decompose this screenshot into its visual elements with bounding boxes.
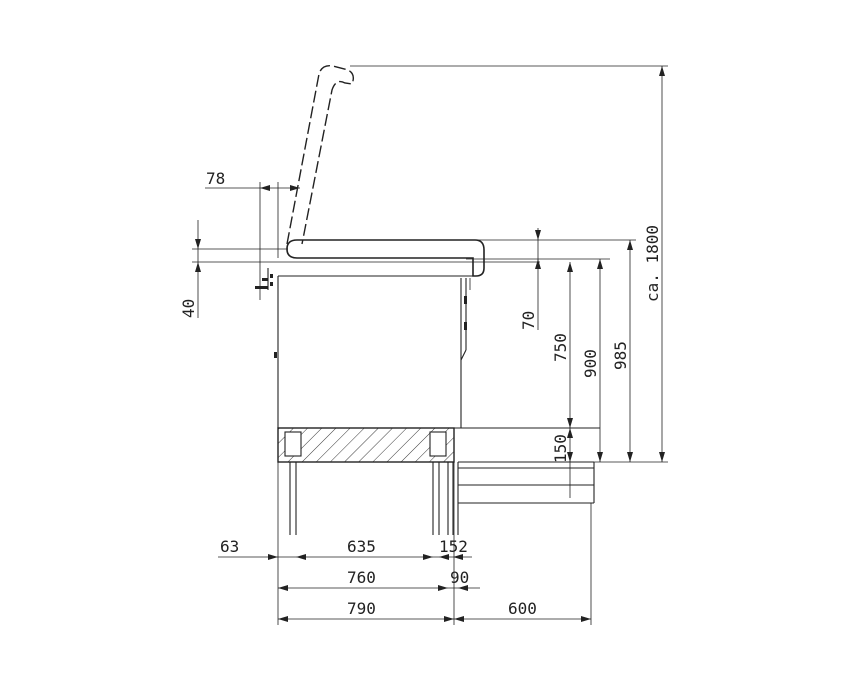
- dim-label-150: 150: [551, 434, 570, 463]
- dim-label-40: 40: [179, 299, 198, 318]
- dim-label-63: 63: [220, 537, 239, 556]
- dim-985: 985: [611, 240, 633, 462]
- dim-label-790: 790: [347, 599, 376, 618]
- legs: [289, 462, 454, 535]
- dim-label-152: 152: [439, 537, 468, 556]
- dim-750: 750: [551, 262, 573, 428]
- dim-40: 40: [179, 220, 201, 318]
- dim-row-3: 790 600: [278, 599, 591, 622]
- dim-row-1: 63 635 152: [218, 537, 472, 560]
- dim-900: 900: [581, 259, 603, 462]
- dim-label-600: 600: [508, 599, 537, 618]
- cabinet-body: [255, 268, 471, 428]
- dim-label-90: 90: [450, 568, 469, 587]
- dim-1800: ca. 1800: [643, 66, 665, 462]
- dim-label-900: 900: [581, 349, 600, 378]
- dim-label-985: 985: [611, 341, 630, 370]
- dim-label-1800: ca. 1800: [643, 225, 662, 302]
- open-lid: [286, 64, 355, 245]
- dim-78: 78: [205, 169, 300, 258]
- dim-150: 150: [551, 428, 573, 498]
- worktop: [278, 239, 540, 277]
- pull-out-drawer: [457, 461, 595, 535]
- dim-label-78: 78: [206, 169, 225, 188]
- dim-row-2: 760 90: [278, 568, 480, 591]
- dim-label-70: 70: [519, 311, 538, 330]
- dim-70: 70: [519, 228, 541, 330]
- extension-lines: [192, 65, 668, 625]
- dim-label-760: 760: [347, 568, 376, 587]
- dim-label-635: 635: [347, 537, 376, 556]
- dim-label-750: 750: [551, 333, 570, 362]
